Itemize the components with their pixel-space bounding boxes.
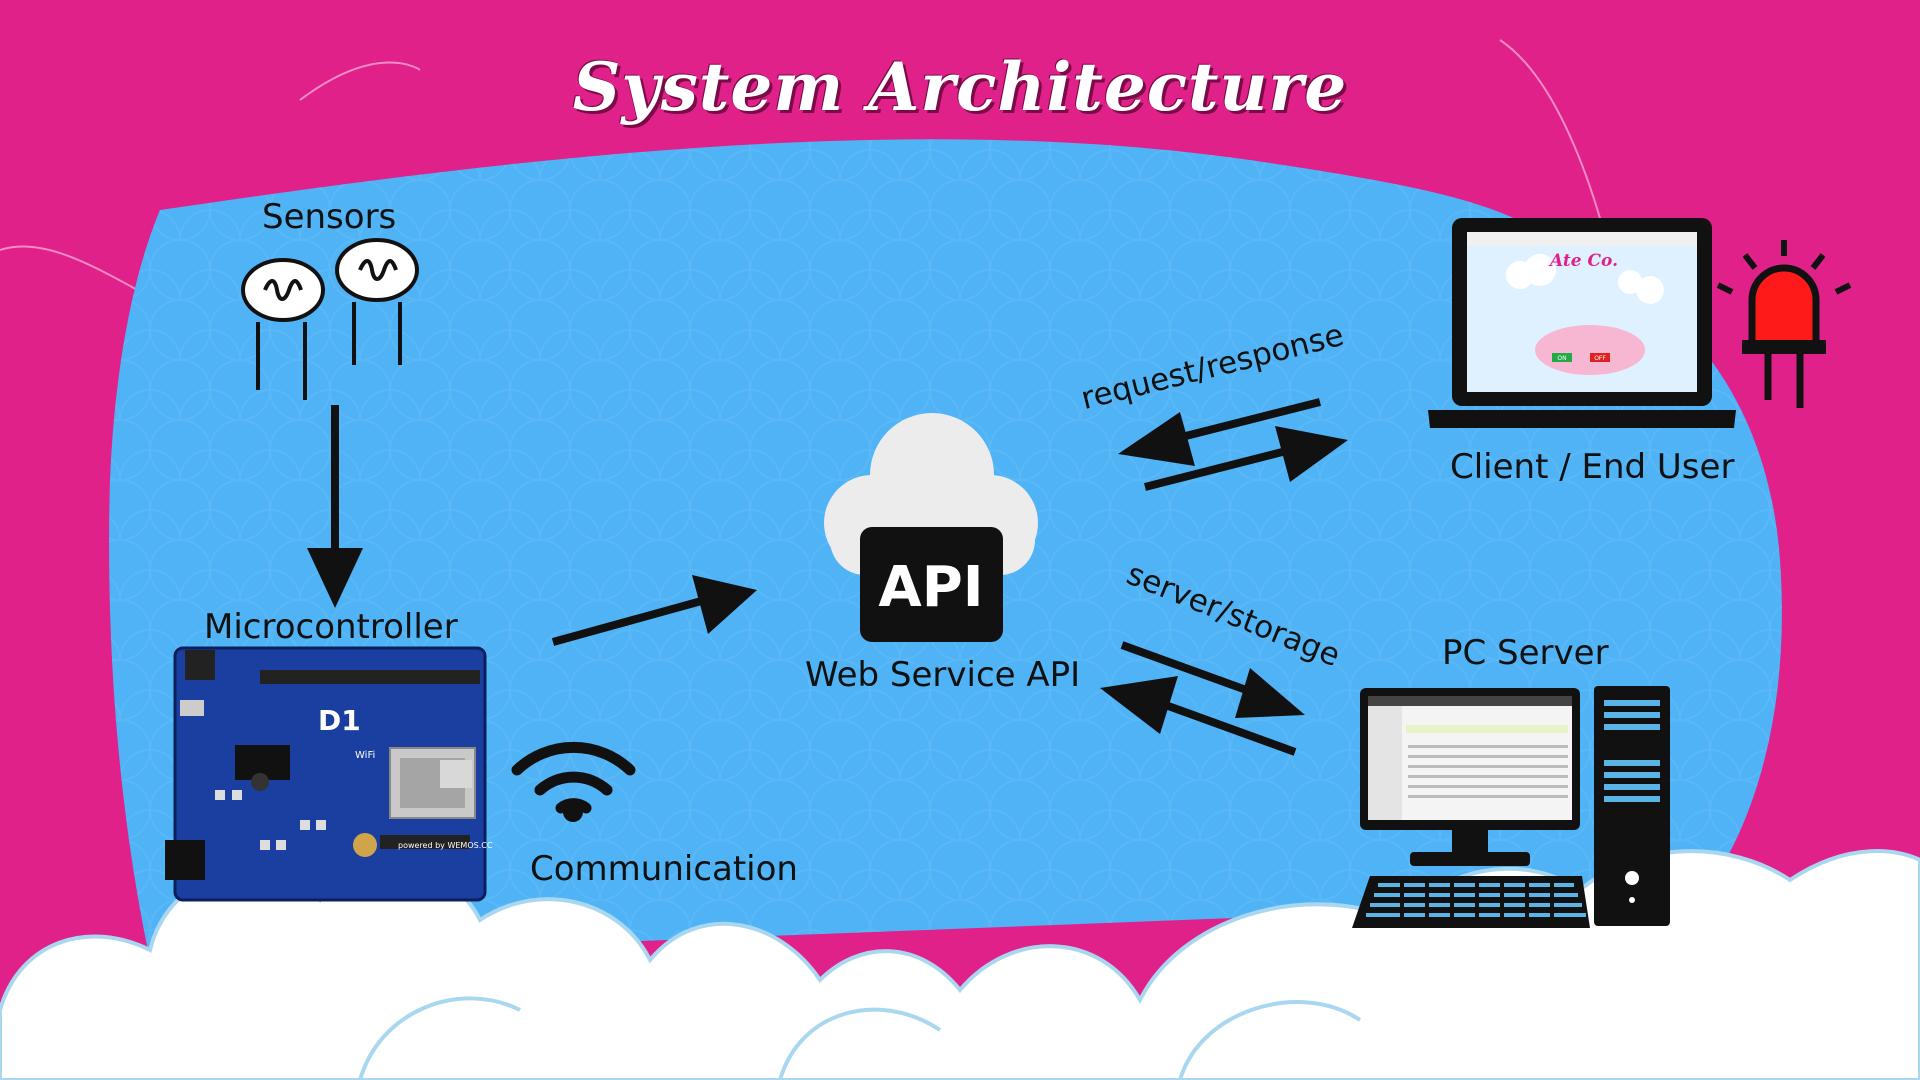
arrow-api-to-client <box>1144 426 1348 491</box>
diagram-title: System Architecture <box>572 48 1348 126</box>
microcontroller-board: D1 WiFi powered by WEMOS.CC <box>165 646 493 902</box>
pc-server-label: PC Server <box>1442 633 1609 673</box>
led-icon <box>1716 240 1852 408</box>
arrow-sensors-to-microcontroller <box>307 405 363 608</box>
communication-label: Communication <box>530 849 798 889</box>
arrow-microcontroller-to-api <box>551 575 757 646</box>
client-screen-brand: Ate Co. <box>1548 251 1618 271</box>
sensors-label: Sensors <box>262 197 397 237</box>
board-model-label: D1 <box>318 704 361 737</box>
board-wifi-label: WiFi <box>355 750 375 761</box>
api-badge <box>860 527 1003 642</box>
arrow-server-to-api <box>1100 676 1297 756</box>
client-on-button: ON <box>1557 355 1566 362</box>
board-maker-label: powered by WEMOS.CC <box>398 841 493 850</box>
laptop-icon: Ate Co. ON OFF <box>1428 218 1736 428</box>
microcontroller-label: Microcontroller <box>204 607 458 647</box>
api-badge-label: API <box>878 555 983 620</box>
web-service-api-label: Web Service API <box>805 655 1081 695</box>
arrow-client-to-api <box>1118 398 1321 466</box>
client-end-user-label: Client / End User <box>1450 447 1735 487</box>
tower-icon <box>1594 686 1670 926</box>
keyboard-icon <box>1352 876 1590 928</box>
client-off-button: OFF <box>1594 355 1606 362</box>
light-sensor-icon <box>241 238 419 400</box>
wifi-icon <box>511 742 636 822</box>
arrow-api-to-server <box>1120 641 1305 718</box>
desktop-pc-icon <box>1360 688 1580 866</box>
